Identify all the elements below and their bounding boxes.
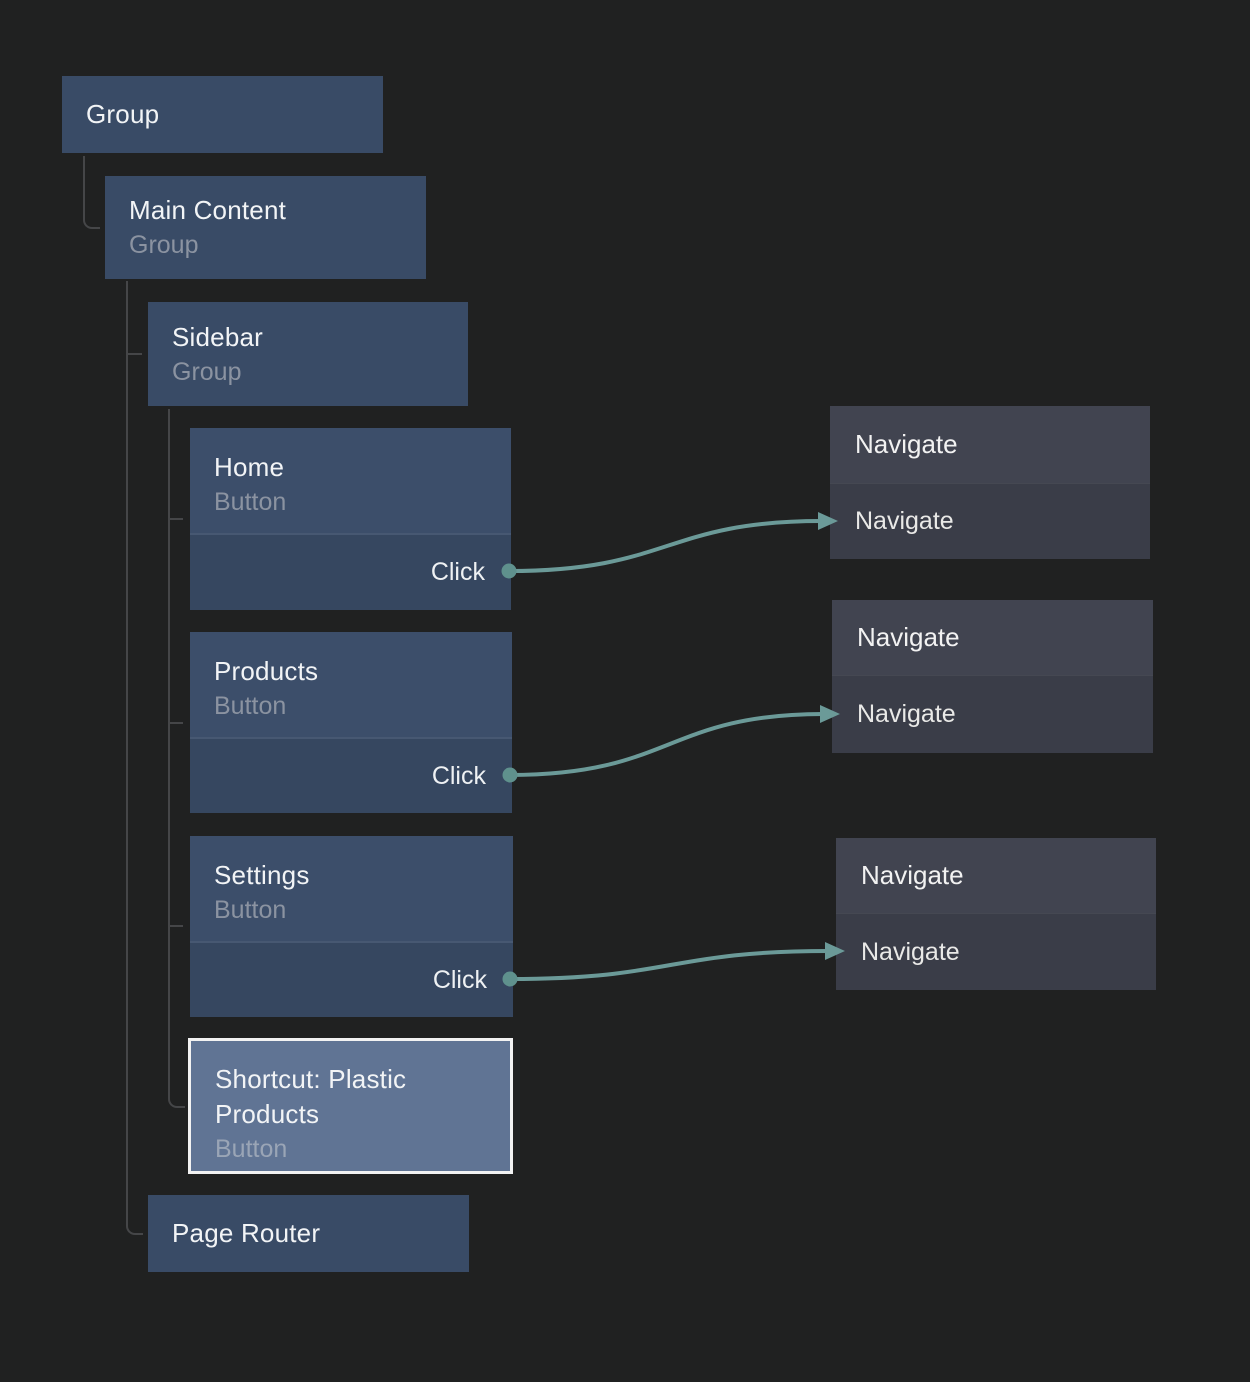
node-shortcut-type: Button [215,1135,288,1163]
tree-elbow-page-router [126,1189,143,1235]
action-node-navigate-1[interactable]: Navigate Navigate [830,406,1150,559]
node-group[interactable]: Group [62,76,383,153]
node-group-title: Group [86,99,160,129]
connection-products-to-navigate[interactable] [509,712,825,777]
products-click-event-label: Click [431,761,486,790]
tree-tick-sidebar [128,353,142,357]
node-sidebar[interactable]: Sidebar Group [148,302,468,406]
node-sidebar-type: Group [172,357,242,386]
connection-home-to-navigate[interactable] [508,519,823,573]
node-settings[interactable]: Settings Button Click [190,836,513,1017]
node-settings-type: Button [214,896,287,924]
action-node-navigate-3[interactable]: Navigate Navigate [836,838,1156,990]
home-click-event-label: Click [430,558,485,586]
node-shortcut-title: Shortcut: Plastic Products [215,1064,407,1129]
node-settings-header: Settings Button [190,836,513,941]
node-home-header: Home Button [190,428,511,533]
tree-line-main-content [126,281,130,1191]
node-settings-title: Settings [214,860,310,890]
node-shortcut-plastic-products[interactable]: Shortcut: Plastic Products Button [188,1038,513,1174]
action-1-header: Navigate [830,406,1150,483]
action-3-navigate-row[interactable]: Navigate [836,913,1156,990]
node-main-content[interactable]: Main Content Group [105,176,426,279]
settings-click-event-label: Click [432,965,487,994]
tree-elbow-main-content [83,183,100,229]
node-home-type: Button [214,488,287,516]
action-3-header: Navigate [836,838,1156,913]
action-2-navigate-row[interactable]: Navigate [832,675,1153,753]
node-products[interactable]: Products Button Click [190,632,512,813]
action-node-navigate-2[interactable]: Navigate Navigate [832,600,1153,753]
node-products-type: Button [214,692,287,720]
node-main-content-type: Group [129,231,199,259]
tree-tick-products [170,722,183,726]
node-home[interactable]: Home Button Click [190,428,511,610]
settings-click-event-row[interactable]: Click [190,941,513,1017]
node-products-title: Products [214,656,319,686]
node-home-title: Home [214,452,285,482]
action-2-header: Navigate [832,600,1153,675]
tree-line-group [83,156,87,186]
node-products-header: Products Button [190,632,512,737]
action-1-navigate-row[interactable]: Navigate [830,483,1150,559]
home-click-event-row[interactable]: Click [190,533,511,610]
connection-settings-to-navigate[interactable] [509,949,830,981]
products-click-event-row[interactable]: Click [190,737,512,813]
tree-elbow-shortcut [168,1062,185,1108]
tree-tick-home [170,518,183,522]
node-page-router-title: Page Router [172,1218,321,1248]
tree-line-sidebar [168,409,172,1064]
node-main-content-title: Main Content [129,195,287,225]
node-page-router[interactable]: Page Router [148,1195,469,1272]
tree-tick-settings [170,925,183,929]
node-sidebar-title: Sidebar [172,321,264,352]
